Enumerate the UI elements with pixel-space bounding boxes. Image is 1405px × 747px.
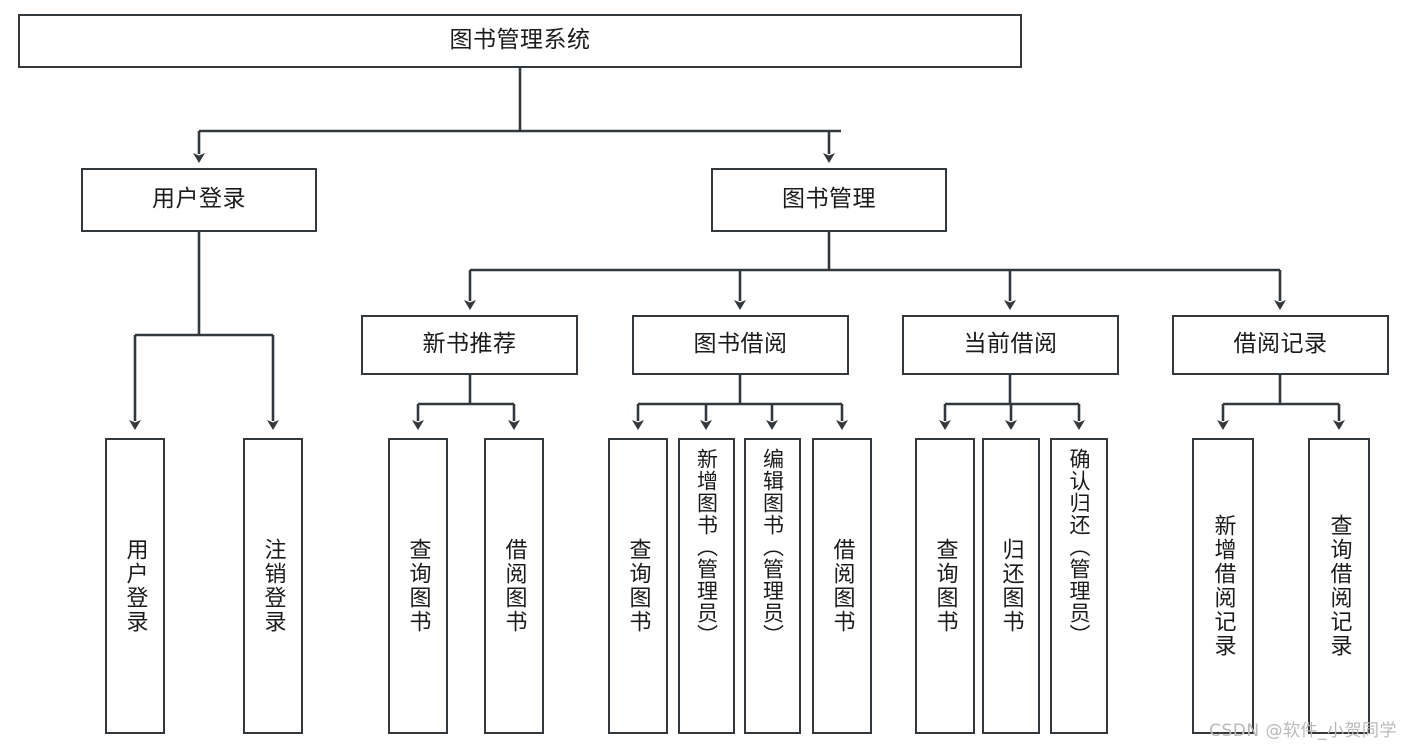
node-user-login-label: 用户登录 — [152, 186, 246, 213]
node-root-label: 图书管理系统 — [449, 27, 591, 54]
leaf-add-book-admin-label: 新增图书（管理员） — [694, 448, 719, 646]
leaf-user-login[interactable]: 用户登录 — [105, 438, 165, 734]
leaf-query-book-borrow-label: 查询图书 — [625, 538, 651, 634]
leaf-add-borrow-record-label: 新增借阅记录 — [1210, 514, 1236, 658]
leaf-borrow-book[interactable]: 借阅图书 — [812, 438, 872, 734]
node-current-borrow[interactable]: 当前借阅 — [902, 315, 1119, 375]
leaf-edit-book-admin[interactable]: 编辑图书（管理员） — [744, 438, 801, 734]
node-book-management[interactable]: 图书管理 — [711, 168, 947, 232]
node-user-login[interactable]: 用户登录 — [81, 168, 317, 232]
leaf-query-book-recommend[interactable]: 查询图书 — [388, 438, 448, 734]
leaf-query-borrow-record-label: 查询借阅记录 — [1326, 514, 1352, 658]
node-book-borrow-label: 图书借阅 — [693, 331, 788, 358]
leaf-query-book-borrow[interactable]: 查询图书 — [608, 438, 668, 734]
leaf-query-book-current[interactable]: 查询图书 — [915, 438, 975, 734]
node-root[interactable]: 图书管理系统 — [18, 14, 1022, 68]
leaf-query-book-recommend-label: 查询图书 — [405, 538, 431, 634]
leaf-return-book[interactable]: 归还图书 — [982, 438, 1040, 734]
leaf-return-book-label: 归还图书 — [998, 538, 1024, 634]
leaf-logout[interactable]: 注销登录 — [243, 438, 303, 734]
node-book-borrow[interactable]: 图书借阅 — [632, 315, 849, 375]
node-new-book-recommend-label: 新书推荐 — [422, 331, 517, 358]
node-borrow-record[interactable]: 借阅记录 — [1172, 315, 1389, 375]
node-current-borrow-label: 当前借阅 — [963, 331, 1058, 358]
leaf-user-login-label: 用户登录 — [122, 538, 148, 634]
leaf-query-book-current-label: 查询图书 — [932, 538, 958, 634]
leaf-borrow-book-recommend[interactable]: 借阅图书 — [484, 438, 544, 734]
leaf-add-book-admin[interactable]: 新增图书（管理员） — [678, 438, 735, 734]
leaf-borrow-book-recommend-label: 借阅图书 — [501, 538, 527, 634]
leaf-borrow-book-label: 借阅图书 — [829, 538, 855, 634]
leaf-logout-label: 注销登录 — [260, 538, 286, 634]
node-book-management-label: 图书管理 — [782, 186, 876, 213]
leaf-query-borrow-record[interactable]: 查询借阅记录 — [1308, 438, 1370, 734]
leaf-confirm-return-admin[interactable]: 确认归还（管理员） — [1050, 438, 1108, 734]
leaf-add-borrow-record[interactable]: 新增借阅记录 — [1192, 438, 1254, 734]
node-borrow-record-label: 借阅记录 — [1233, 331, 1328, 358]
leaf-confirm-return-admin-label: 确认归还（管理员） — [1067, 448, 1092, 646]
leaf-edit-book-admin-label: 编辑图书（管理员） — [760, 448, 785, 646]
node-new-book-recommend[interactable]: 新书推荐 — [361, 315, 578, 375]
